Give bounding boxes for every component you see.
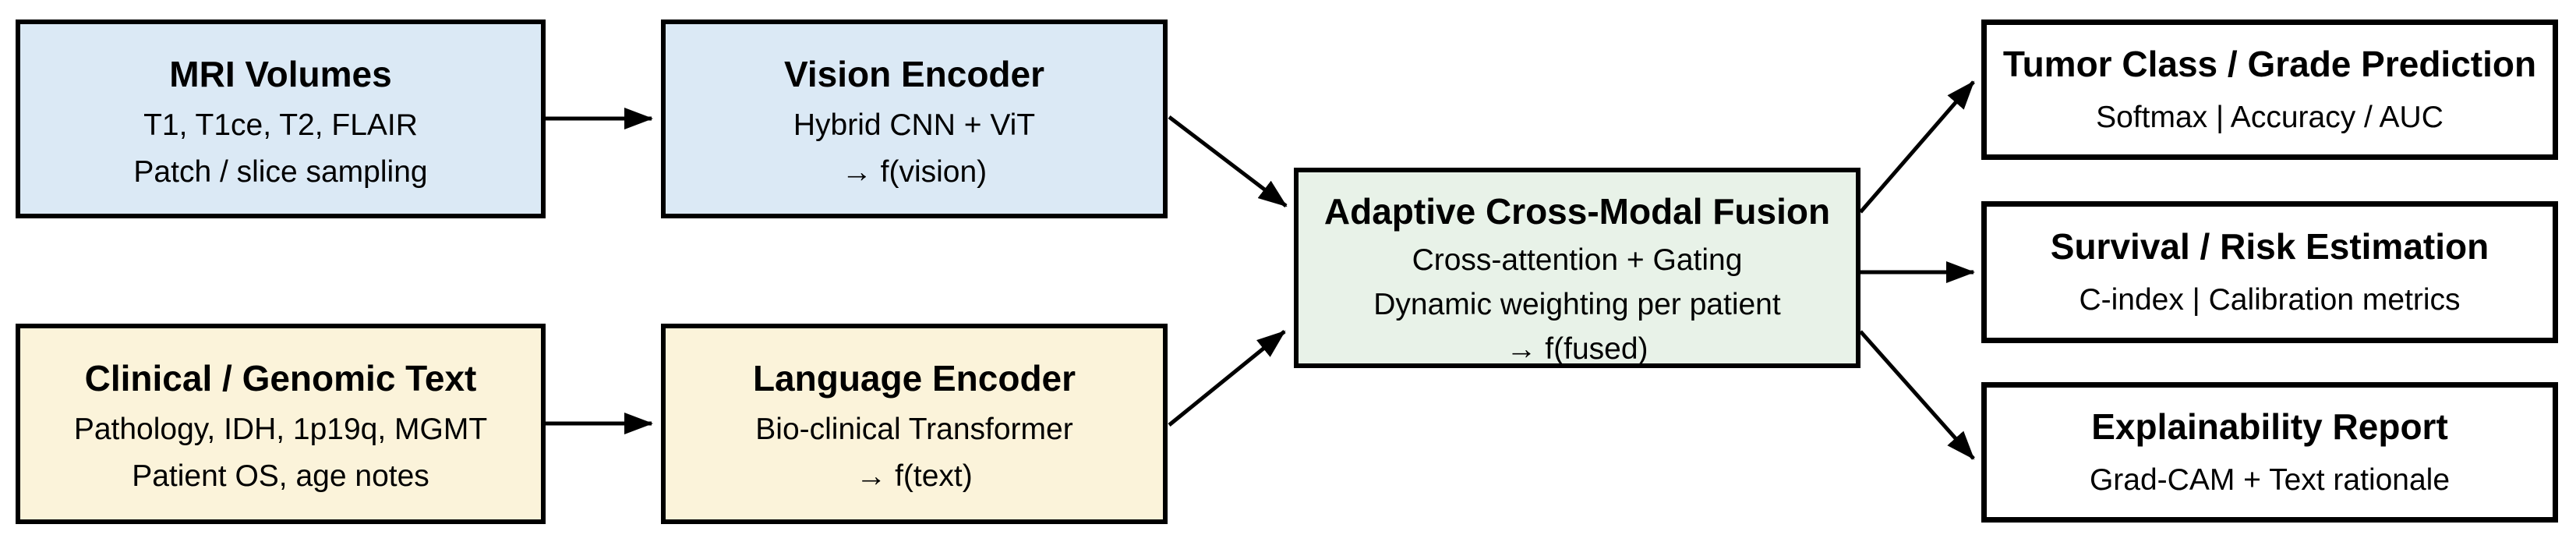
fusion-line-2: Dynamic weighting per patient xyxy=(1373,288,1781,321)
language-encoder-title: Language Encoder xyxy=(752,358,1076,399)
explainability-report-title: Explainability Report xyxy=(2091,406,2448,447)
language-encoder-line-2: → f(text) xyxy=(856,459,973,493)
explainability-report-box: Explainability Report Grad-CAM + Text ra… xyxy=(1981,382,2558,523)
vision-encoder-line-1: Hybrid CNN + ViT xyxy=(793,108,1036,143)
survival-estimation-title: Survival / Risk Estimation xyxy=(2050,225,2489,267)
mri-volumes-line-1: T1, T1ce, T2, FLAIR xyxy=(143,108,418,143)
tumor-prediction-title: Tumor Class / Grade Prediction xyxy=(2002,43,2537,84)
clinical-genomic-text-line-1: Pathology, IDH, 1p19q, MGMT xyxy=(73,413,488,447)
explainability-report-line-1: Grad-CAM + Text rationale xyxy=(2089,462,2451,497)
mri-volumes-title: MRI Volumes xyxy=(169,54,392,94)
vision-encoder-line-2: → f(vision) xyxy=(841,155,988,189)
survival-risk-estimation-box: Survival / Risk Estimation C-index | Cal… xyxy=(1981,201,2558,343)
arrow-fusion-to-explainability-report xyxy=(1859,330,1975,460)
mri-volumes-box: MRI Volumes T1, T1ce, T2, FLAIR Patch / … xyxy=(16,19,546,218)
tumor-class-grade-prediction-box: Tumor Class / Grade Prediction Softmax |… xyxy=(1981,19,2558,160)
vision-encoder-title: Vision Encoder xyxy=(783,54,1045,94)
fusion-line-1: Cross-attention + Gating xyxy=(1412,243,1743,278)
fusion-line-3: → f(fused) xyxy=(1506,331,1648,366)
arrow-vision-encoder-to-fusion xyxy=(1168,115,1288,207)
clinical-genomic-text-line-2: Patient OS, age notes xyxy=(132,459,429,493)
arrow-language-encoder-to-fusion xyxy=(1168,330,1286,427)
adaptive-cross-modal-fusion-box: Adaptive Cross-Modal Fusion Cross-attent… xyxy=(1294,168,1860,368)
arrow-fusion-to-tumor-prediction xyxy=(1859,80,1975,214)
tumor-prediction-line-1: Softmax | Accuracy / AUC xyxy=(2096,100,2443,134)
survival-estimation-line-1: C-index | Calibration metrics xyxy=(2079,282,2461,317)
language-encoder-box: Language Encoder Bio-clinical Transforme… xyxy=(661,324,1168,524)
clinical-genomic-text-box: Clinical / Genomic Text Pathology, IDH, … xyxy=(16,324,546,524)
mri-volumes-line-2: Patch / slice sampling xyxy=(133,155,428,189)
fusion-title: Adaptive Cross-Modal Fusion xyxy=(1323,191,1831,232)
clinical-genomic-text-title: Clinical / Genomic Text xyxy=(84,358,477,399)
language-encoder-line-1: Bio-clinical Transformer xyxy=(755,413,1073,447)
vision-encoder-box: Vision Encoder Hybrid CNN + ViT → f(visi… xyxy=(661,19,1168,218)
